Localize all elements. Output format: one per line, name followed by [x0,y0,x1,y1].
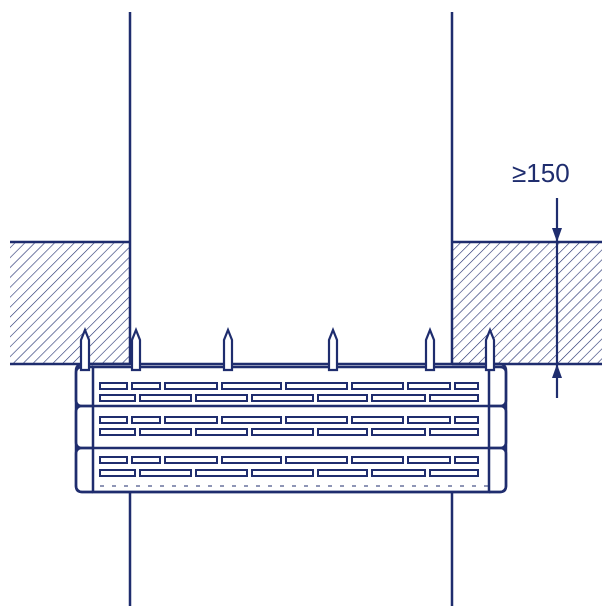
sleeve-slot [99,428,136,436]
anchor-bolt [130,327,142,372]
fire-sleeve [74,362,508,494]
sleeve-slot [407,416,451,424]
sleeve-slot [285,456,348,464]
sleeve-slot [317,394,368,402]
anchor-bolt [79,327,91,372]
anchor-bolt [424,327,436,372]
sleeve-slot [131,416,161,424]
shaft-walls [128,12,454,606]
sleeve-slot [99,382,128,390]
sleeve-slot [371,394,426,402]
sleeve-slot [317,428,368,436]
sleeve-slot [351,416,404,424]
sleeve-slot [139,394,192,402]
sleeve-slot [454,382,479,390]
sleeve-slot [351,456,404,464]
sleeve-slot [317,469,368,477]
sleeve-slot [251,394,314,402]
sleeve-slot [195,428,248,436]
sleeve-slot [285,416,348,424]
sleeve-slot [221,456,282,464]
sleeve-slot [195,394,248,402]
sleeve-slot [164,456,218,464]
anchors [79,327,496,372]
sleeve-pattern [99,382,488,487]
sleeve-slot [131,456,161,464]
sleeve-slot [407,382,451,390]
sleeve-slot [195,469,248,477]
dimension-label: ≥150 [512,158,570,188]
sleeve-slot [99,394,136,402]
sleeve-slot [454,416,479,424]
sleeve-slot [164,416,218,424]
anchor-bolt [484,327,496,372]
anchor-bolt [327,327,339,372]
sleeve-slot [131,382,161,390]
sleeve-slot [139,428,192,436]
sleeve-slot [351,382,404,390]
slab-left [10,240,130,366]
sleeve-slot [454,456,479,464]
anchor-bolt [222,327,234,372]
sleeve-slot [164,382,218,390]
sleeve-slot [429,394,479,402]
sleeve-slot [407,456,451,464]
sleeve-slot [251,428,314,436]
sleeve-slot [221,382,282,390]
sleeve-slot [99,416,128,424]
dimension-line [552,198,562,398]
sleeve-slot [99,456,128,464]
slab-right [452,240,602,366]
sleeve-slot [429,428,479,436]
sleeve-slot [221,416,282,424]
sleeve-slot [285,382,348,390]
sleeve-slot [429,469,479,477]
sleeve-slot [139,469,192,477]
sleeve-slot [251,469,314,477]
sleeve-slot [371,469,426,477]
sleeve-slot [371,428,426,436]
sleeve-slot [99,469,136,477]
